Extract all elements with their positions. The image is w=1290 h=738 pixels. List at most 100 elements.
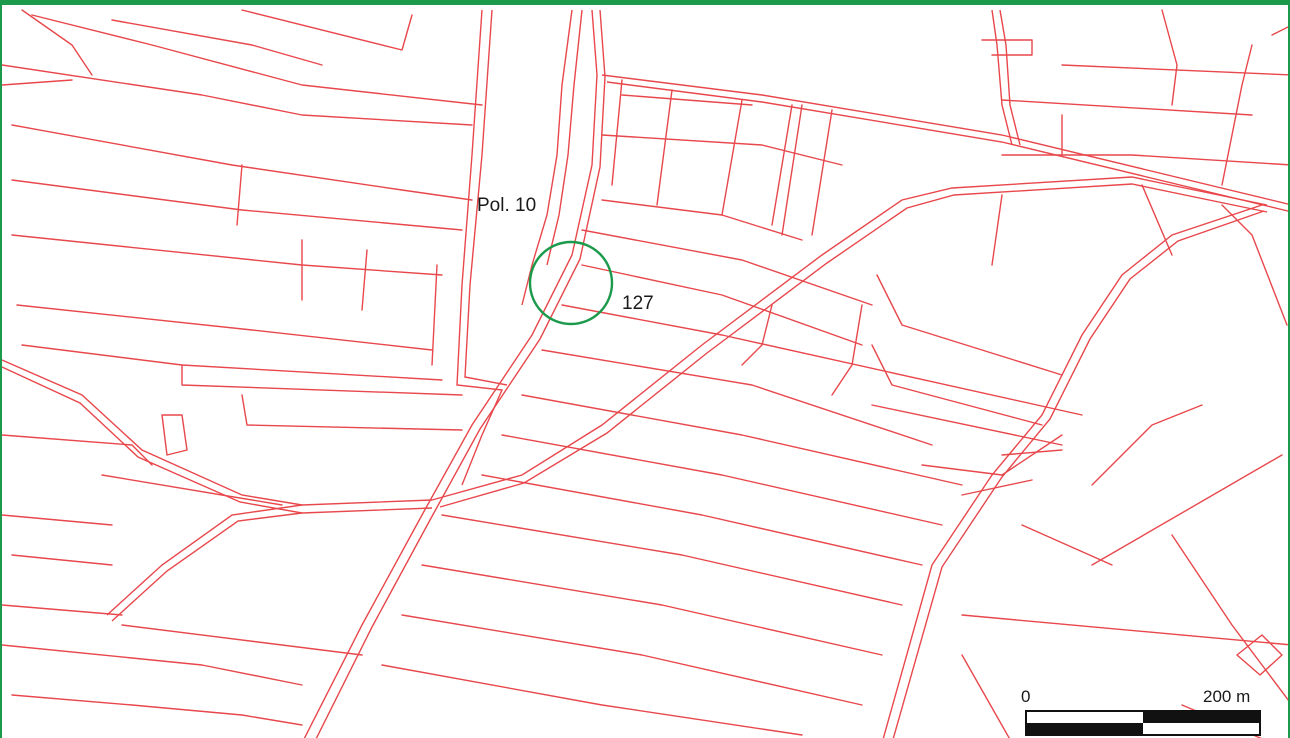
scale-bar xyxy=(1025,710,1261,736)
parcel-line-32 xyxy=(421,564,883,656)
parcel-line-49 xyxy=(621,94,753,106)
road-edge-3 xyxy=(439,183,1268,508)
parcel-line-13 xyxy=(11,694,303,726)
parcel-line-37 xyxy=(876,274,1063,376)
parcel-line-21 xyxy=(361,249,368,311)
parcel-line-18 xyxy=(241,9,413,51)
parcel-line-70 xyxy=(2,79,73,86)
parcel-line-35 xyxy=(741,304,773,366)
parcel-line-26 xyxy=(561,304,1083,416)
scale-segment-2 xyxy=(1143,712,1259,723)
parcel-line-62 xyxy=(1021,524,1113,566)
road-edge-13 xyxy=(464,9,508,386)
road-edge-6 xyxy=(882,204,1263,738)
road-edge-5 xyxy=(315,9,606,738)
parcel-line-65 xyxy=(961,614,1288,646)
polygon-label: Pol. 10 xyxy=(477,195,537,216)
parcel-line-16 xyxy=(2,64,473,126)
parcel-line-12 xyxy=(2,604,123,616)
parcel-line-9 xyxy=(2,514,113,526)
road-edge-4 xyxy=(303,9,598,738)
parcel-number-label: 127 xyxy=(622,293,654,314)
scale-start-label: 0 xyxy=(1021,687,1031,706)
parcel-line-8 xyxy=(101,474,283,506)
road-edge-8 xyxy=(2,359,433,506)
parcel-line-63 xyxy=(1091,454,1283,566)
scale-end-label: 200 m xyxy=(1203,687,1251,706)
parcel-line-61 xyxy=(1091,404,1203,486)
road-edge-10 xyxy=(106,504,303,616)
road-edge-0 xyxy=(601,74,1288,205)
road-edge-15 xyxy=(546,9,583,266)
parcel-line-15 xyxy=(31,14,483,106)
parcel-line-24 xyxy=(581,229,873,306)
parcel-boundaries xyxy=(2,9,1288,738)
parcel-highlight-circle xyxy=(528,240,614,326)
scale-segment-4 xyxy=(1143,723,1259,734)
parcel-line-44 xyxy=(656,89,673,206)
parcel-line-36 xyxy=(831,304,863,396)
road-edge-7 xyxy=(892,210,1265,738)
parcel-line-5 xyxy=(181,364,463,396)
parcel-line-60 xyxy=(991,194,1003,266)
parcel-line-51 xyxy=(1001,154,1288,166)
parcel-line-22 xyxy=(431,264,438,366)
parcel-line-71 xyxy=(981,39,1033,56)
parcel-line-34 xyxy=(381,664,803,736)
parcel-line-42 xyxy=(1001,449,1063,456)
road-edge-12 xyxy=(456,9,504,486)
parcel-line-14 xyxy=(121,624,363,656)
parcel-line-0 xyxy=(11,124,473,201)
road-lines xyxy=(2,9,1288,738)
parcel-line-50 xyxy=(601,134,843,166)
parcel-line-2 xyxy=(11,234,443,276)
parcel-line-53 xyxy=(1001,99,1253,116)
parcel-line-27 xyxy=(541,349,933,446)
road-edge-1 xyxy=(606,81,1288,212)
parcel-line-19 xyxy=(236,164,243,226)
parcel-line-41 xyxy=(961,479,1033,496)
parcel-line-45 xyxy=(721,99,743,216)
parcel-line-28 xyxy=(521,394,963,486)
parcel-line-29 xyxy=(501,434,943,526)
parcel-line-30 xyxy=(481,474,923,566)
scale-segment-1 xyxy=(1027,712,1143,723)
cadastral-map[interactable] xyxy=(2,5,1290,738)
parcel-line-43 xyxy=(611,79,623,186)
road-edge-9 xyxy=(2,366,433,514)
parcel-line-10 xyxy=(11,554,113,566)
road-edge-16 xyxy=(991,9,1013,146)
parcel-line-6 xyxy=(241,394,463,431)
road-edge-2 xyxy=(431,176,1268,501)
parcel-line-39 xyxy=(871,404,1063,446)
parcel-line-1 xyxy=(11,179,463,231)
parcel-line-3 xyxy=(16,304,433,351)
parcel-line-55 xyxy=(1161,9,1178,106)
parcel-line-72 xyxy=(161,414,188,456)
parcel-line-31 xyxy=(441,514,903,606)
parcel-line-46 xyxy=(771,104,793,226)
scale-segment-3 xyxy=(1027,723,1143,734)
road-edge-14 xyxy=(521,9,573,306)
road-edge-17 xyxy=(999,9,1021,146)
parcel-line-56 xyxy=(1221,44,1253,186)
parcel-line-7 xyxy=(2,434,153,466)
parcel-line-4 xyxy=(21,344,443,381)
parcel-line-11 xyxy=(2,644,303,686)
parcel-line-69 xyxy=(21,9,93,76)
parcel-line-17 xyxy=(111,19,323,66)
parcel-line-57 xyxy=(1271,26,1288,36)
parcel-line-33 xyxy=(401,614,863,706)
parcel-line-68 xyxy=(1236,634,1283,676)
parcel-line-38 xyxy=(871,344,1043,426)
road-edge-11 xyxy=(111,512,303,622)
parcel-line-59 xyxy=(1141,184,1173,256)
parcel-line-64 xyxy=(1171,534,1288,701)
parcel-line-58 xyxy=(1221,204,1288,326)
parcel-line-23 xyxy=(601,199,803,241)
parcel-line-48 xyxy=(781,104,803,236)
parcel-line-47 xyxy=(811,109,833,236)
parcel-line-66 xyxy=(961,654,1010,738)
parcel-line-25 xyxy=(581,264,863,346)
